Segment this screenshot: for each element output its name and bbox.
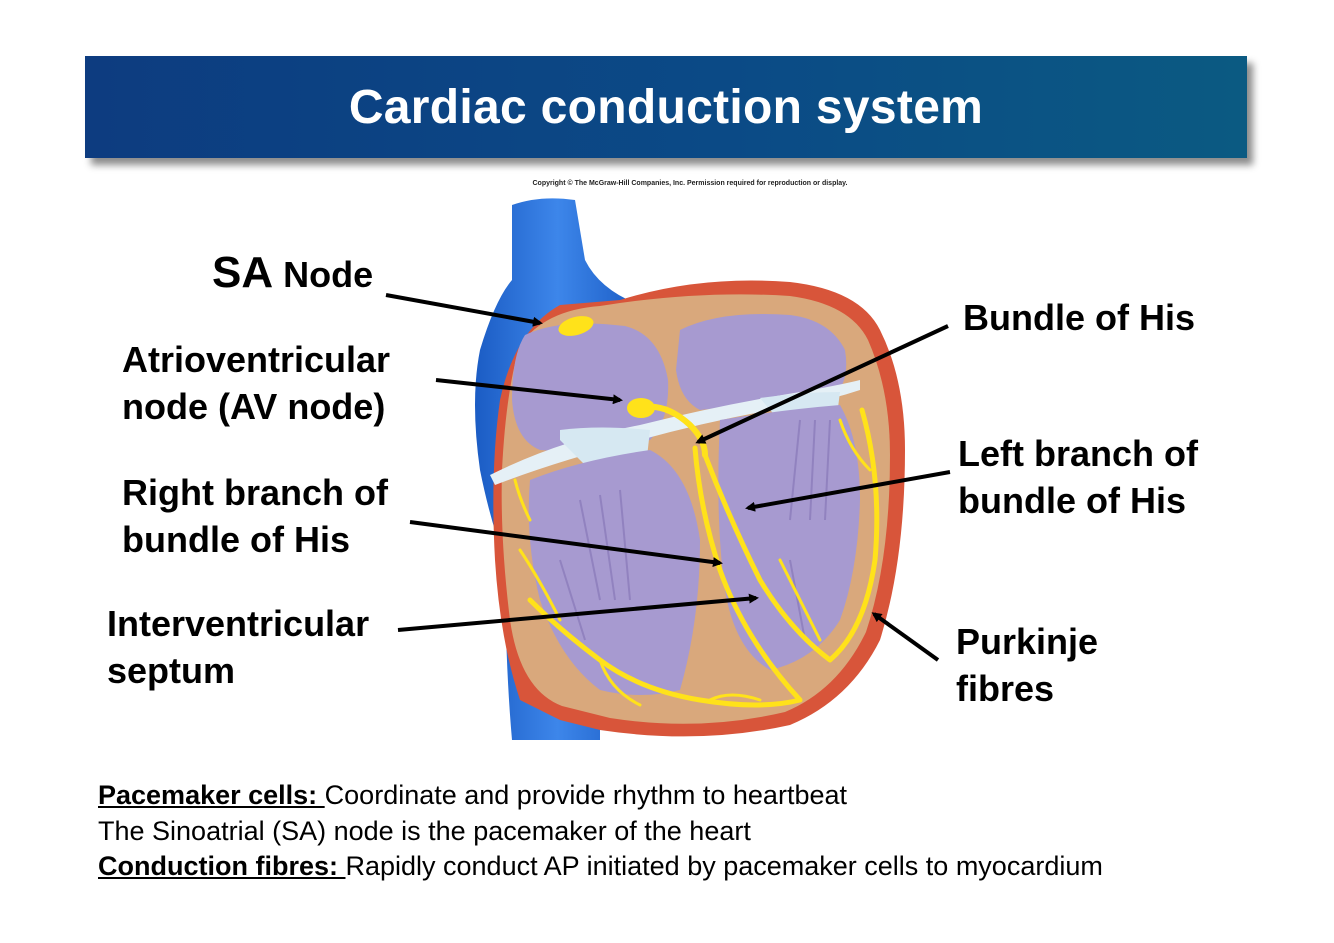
- bundle-of-his-label: Bundle of His: [963, 294, 1195, 341]
- sa-node-abbr: SA: [212, 248, 274, 297]
- av-node-arrow: [435, 378, 623, 405]
- purkinje-label-line2: fibres: [956, 668, 1055, 709]
- purkinje-label: Purkinje fibres: [956, 618, 1098, 712]
- left-atrium: [676, 314, 847, 410]
- septum-arrow: [397, 593, 759, 632]
- purkinje-arrow: [871, 612, 940, 662]
- av-node-label-line1: Atrioventricular: [122, 339, 391, 380]
- right-ventricle: [528, 450, 700, 695]
- right-branch-label-line1: Right branch of: [122, 472, 388, 513]
- left-bundle-branch: [702, 407, 880, 663]
- bundle-of-his-arrow: [695, 324, 949, 444]
- conduction-term: Conduction fibres:: [98, 851, 346, 881]
- footer-line-pacemaker: Pacemaker cells: Coordinate and provide …: [98, 778, 1278, 814]
- chordae-left: [789, 419, 831, 641]
- av-node-label-line2: node (AV node): [122, 386, 386, 427]
- footer-line-conduction: Conduction fibres: Rapidly conduct AP in…: [98, 849, 1278, 885]
- left-ventricle: [718, 405, 860, 670]
- left-branch-label-line2: bundle of His: [958, 480, 1186, 521]
- sa-node-label: SA Node: [212, 249, 373, 298]
- av-node: [627, 398, 655, 418]
- right-branch-label: Right branch of bundle of His: [122, 469, 388, 563]
- page-title: Cardiac conduction system: [348, 80, 984, 134]
- copyright-notice: Copyright © The McGraw-Hill Companies, I…: [532, 180, 848, 187]
- purkinje-fibres: [513, 418, 872, 707]
- right-branch-label-line2: bundle of His: [122, 519, 350, 560]
- sa-node: [558, 316, 594, 336]
- septum-label-line1: Interventricular: [107, 603, 370, 644]
- left-branch-label-line1: Left branch of: [958, 433, 1198, 474]
- left-branch-label: Left branch of bundle of His: [958, 430, 1198, 524]
- av-node-label: Atrioventricular node (AV node): [122, 336, 390, 430]
- conduction-definition: Rapidly conduct AP initiated by pacemake…: [345, 851, 1103, 881]
- footer-notes: Pacemaker cells: Coordinate and provide …: [98, 778, 1278, 885]
- purkinje-label-line1: Purkinje: [956, 621, 1099, 662]
- sa-node-arrow: [385, 293, 543, 327]
- sa-node-word: Node: [283, 254, 374, 295]
- footer-line-sa-node: The Sinoatrial (SA) node is the pacemake…: [98, 814, 1278, 850]
- septum-label: Interventricular septum: [107, 600, 369, 694]
- right-atrium: [512, 323, 669, 452]
- septum-label-line2: septum: [107, 650, 236, 691]
- left-branch-arrow: [745, 470, 951, 512]
- sa-node-note: The Sinoatrial (SA) node is the pacemake…: [98, 815, 751, 846]
- pacemaker-term: Pacemaker cells:: [98, 780, 325, 810]
- right-branch-arrow: [409, 520, 723, 568]
- bundle-of-his-label-text: Bundle of His: [963, 297, 1195, 338]
- title-bar: Cardiac conduction system: [85, 56, 1247, 158]
- pacemaker-definition: Coordinate and provide rhythm to heartbe…: [324, 780, 847, 810]
